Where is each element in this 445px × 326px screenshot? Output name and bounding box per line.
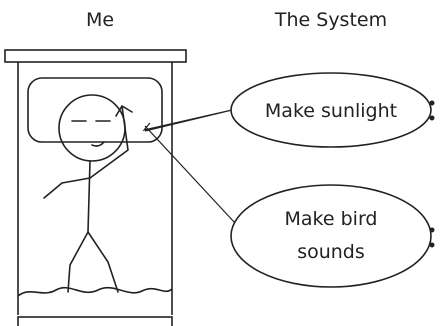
use-case-bird-label-line1: Make bird xyxy=(285,208,378,230)
association-sunlight xyxy=(144,110,232,131)
figure-leg-left xyxy=(68,232,88,292)
association-bird-sounds xyxy=(145,126,248,237)
bed-blanket-edge xyxy=(18,288,172,296)
use-case-bird-connector xyxy=(430,243,435,248)
use-case-make-sunlight: Make sunlight xyxy=(231,73,435,147)
stick-figure xyxy=(44,95,132,292)
actor-label-me: Me xyxy=(86,9,114,31)
bed-footboard xyxy=(18,317,172,326)
use-case-bird-label-line2: sounds xyxy=(297,241,365,263)
bed xyxy=(5,50,186,326)
actor-label-system: The System xyxy=(274,9,387,31)
bed-headboard xyxy=(5,50,186,62)
figure-arm-left xyxy=(44,178,90,198)
bed-pillow xyxy=(28,78,162,142)
use-case-sunlight-label: Make sunlight xyxy=(265,100,397,122)
associations xyxy=(144,110,248,237)
figure-body xyxy=(88,161,90,232)
use-case-bird-ellipse xyxy=(231,185,431,287)
use-case-make-bird-sounds: Make bird sounds xyxy=(231,185,435,287)
figure-head xyxy=(59,95,125,161)
use-case-sunlight-connector xyxy=(430,101,435,106)
use-case-sunlight-connector xyxy=(430,116,435,121)
use-case-bird-connector xyxy=(430,228,435,233)
figure-leg-right xyxy=(88,232,118,292)
